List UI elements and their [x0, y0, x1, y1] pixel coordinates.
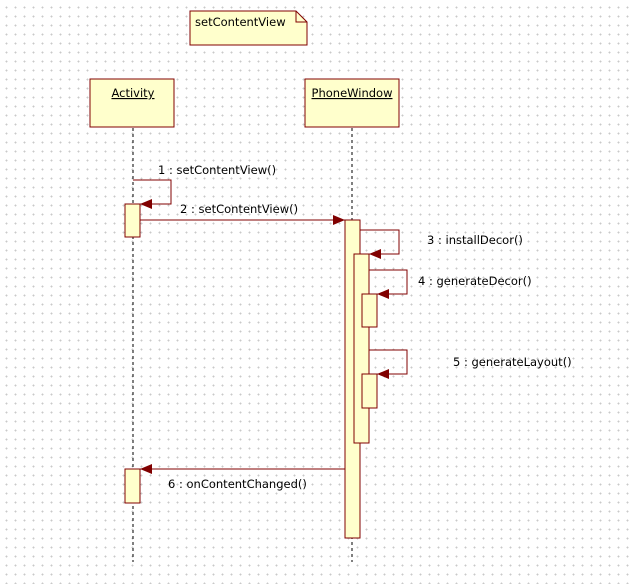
message-5-line [369, 349, 408, 375]
phone-window-activation-generate-layout[interactable] [361, 373, 378, 409]
message-4[interactable]: 4 : generateDecor() [369, 269, 532, 299]
message-2-arrowhead [333, 215, 345, 225]
message-2-label: 2 : setContentView() [180, 202, 298, 216]
message-1-line [133, 179, 172, 205]
message-5-label: 5 : generateLayout() [453, 355, 572, 369]
message-4-label: 4 : generateDecor() [418, 274, 532, 288]
message-3-label: 3 : installDecor() [427, 233, 523, 247]
lifeline-head-activity[interactable]: Activity [89, 78, 175, 128]
message-5-arrowhead [377, 369, 389, 379]
message-5[interactable]: 5 : generateLayout() [369, 349, 572, 379]
message-3-line [360, 229, 400, 255]
phone-window-label: PhoneWindow [312, 86, 393, 100]
message-2[interactable]: 2 : setContentView() [140, 202, 345, 225]
phone-window-activation-generate-decor[interactable] [361, 293, 378, 328]
message-3[interactable]: 3 : installDecor() [360, 229, 523, 259]
message-4-line [369, 269, 408, 295]
phone-window-box [304, 78, 400, 128]
lifeline-head-phone-window[interactable]: PhoneWindow [304, 78, 400, 128]
activity-activation-1[interactable] [124, 203, 141, 238]
activity-box [89, 78, 175, 128]
note[interactable]: setContentView [189, 10, 308, 46]
message-6-label: 6 : onContentChanged() [168, 477, 307, 491]
note-shape [189, 10, 308, 46]
note-text: setContentView [195, 15, 286, 29]
activity-label: Activity [111, 86, 154, 100]
message-6[interactable]: 6 : onContentChanged() [140, 464, 345, 491]
activity-activation-2[interactable] [124, 468, 141, 504]
message-1-arrowhead [140, 199, 152, 209]
note-corner-fold [295, 11, 307, 23]
message-1[interactable]: 1 : setContentView() [133, 163, 276, 209]
message-6-arrowhead [140, 464, 152, 474]
message-4-arrowhead [377, 289, 389, 299]
message-1-label: 1 : setContentView() [158, 163, 276, 177]
message-3-arrowhead [369, 249, 381, 259]
phone-window-activation-install-decor[interactable] [353, 253, 370, 444]
